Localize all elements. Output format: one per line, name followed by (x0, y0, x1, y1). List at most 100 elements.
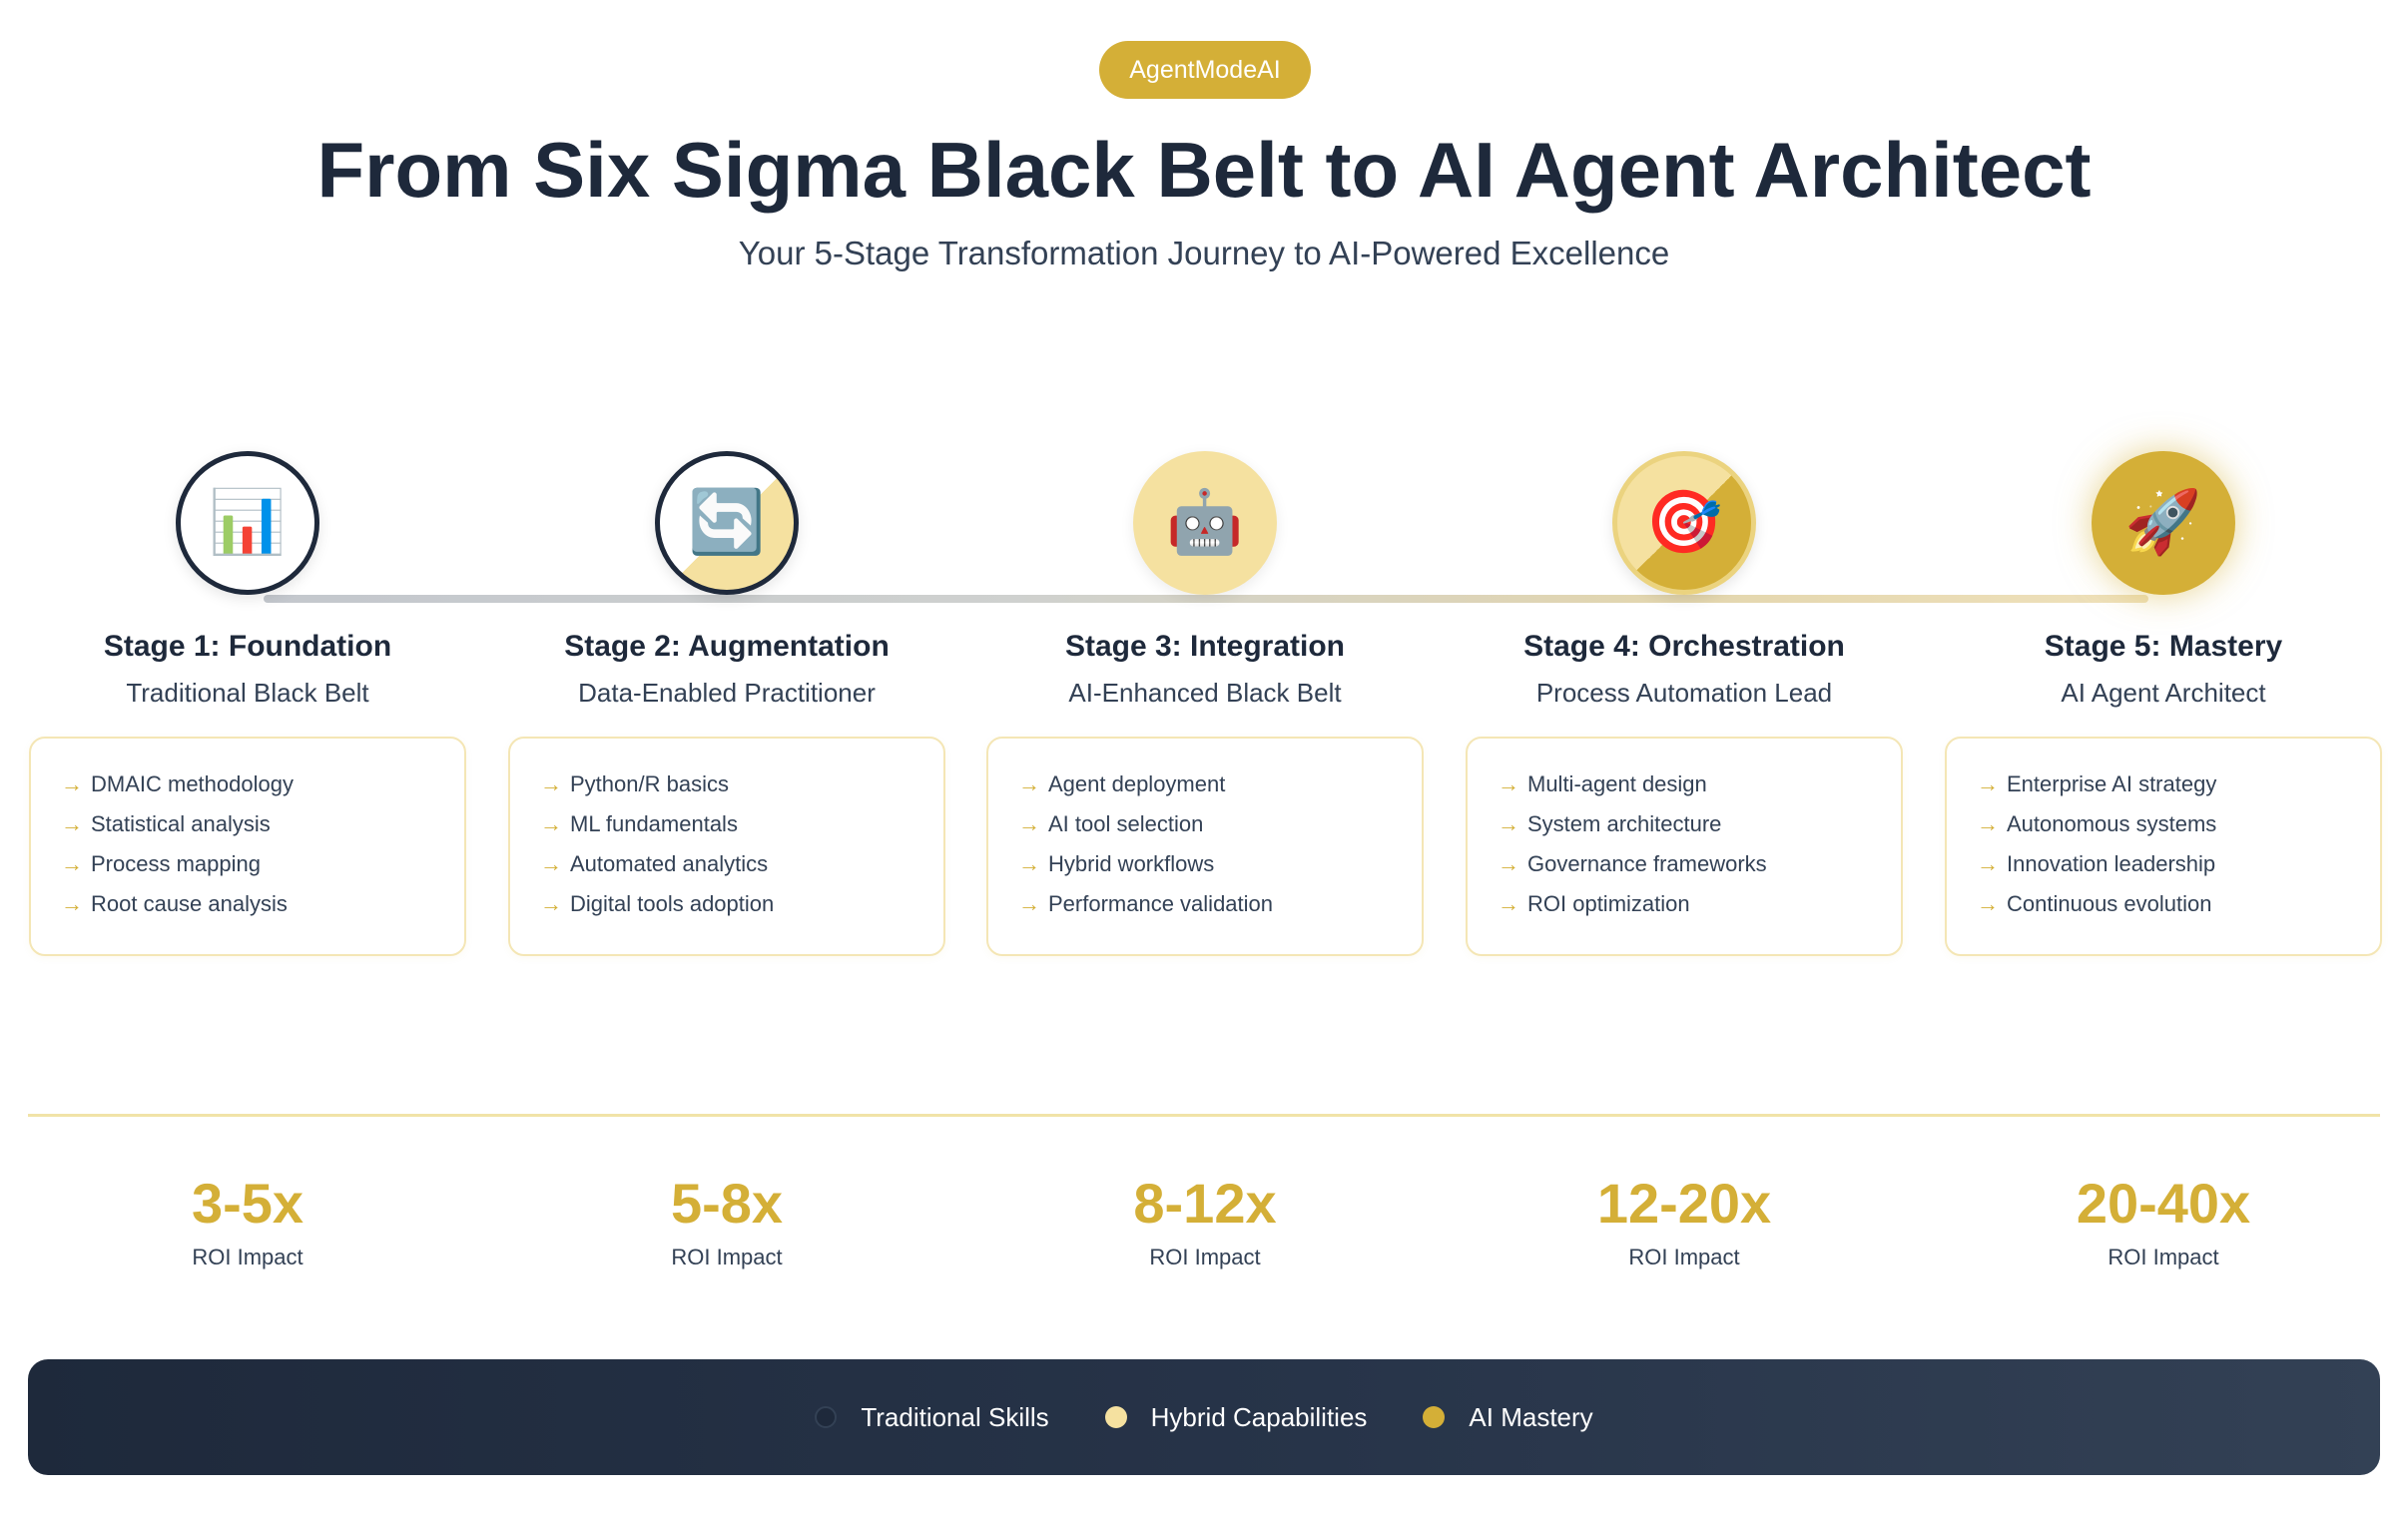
skill-item: → Statistical analysis (61, 804, 464, 844)
skill-text: Process mapping (91, 851, 261, 876)
timeline-connector (264, 595, 2148, 603)
page-subtitle: Your 5-Stage Transformation Journey to A… (738, 235, 1670, 271)
stage-name: Stage 1: Foundation (103, 630, 392, 663)
arrow-right-icon: → (61, 811, 83, 836)
skill-item: → ML fundamentals (540, 804, 943, 844)
stage-2: 🔄 Stage 2: Augmentation Data-Enabled Pra… (508, 0, 945, 958)
skill-item: →Agent deployment (1018, 764, 1422, 804)
skill-text: Hybrid workflows (1048, 851, 1215, 876)
stage-3: 🤖 Stage 3: Integration AI-Enhanced Black… (986, 0, 1424, 958)
stage-role: AI-Enhanced Black Belt (1068, 678, 1342, 708)
arrow-right-icon: → (1498, 851, 1519, 876)
bar-chart-icon: 📊 (176, 451, 319, 595)
arrow-right-icon: → (61, 891, 83, 916)
stage-name: Stage 3: Integration (1064, 630, 1346, 663)
stage-role: Data-Enabled Practitioner (578, 678, 876, 708)
skill-item: → DMAIC methodology (61, 764, 464, 804)
skills-card: →Python/R basics →ML fundamentals →Autom… (508, 737, 945, 956)
page-title: From Six Sigma Black Belt to AI Agent Ar… (316, 126, 2092, 214)
skill-text: Governance frameworks (1527, 851, 1767, 876)
skill-text: AI tool selection (1048, 811, 1204, 836)
roi-label: ROI Impact (1628, 1245, 1740, 1269)
skill-item: → Hybrid workflows (1018, 844, 1422, 884)
skills-card: → Multi-agent design → System architecture… (1466, 737, 1903, 956)
arrow-right-icon: → (540, 811, 562, 836)
skill-item: → Process mapping (61, 844, 464, 884)
refresh-icon: 🔄 (655, 451, 799, 595)
skill-item: → AI tool selection (1018, 804, 1422, 844)
skill-text: Statistical analysis (91, 811, 271, 836)
roi-value: 5-8x (670, 1172, 784, 1235)
legend-label: Hybrid Capabilities (1150, 1401, 1368, 1432)
skill-item: →Enterprise AI strategy (1977, 764, 2380, 804)
section-divider (28, 1114, 2380, 1117)
stage-role: Process Automation Lead (1535, 678, 1833, 708)
arrow-right-icon: → (1977, 851, 1999, 876)
legend-item-ai-mastery: AI Mastery (1423, 1402, 1593, 1433)
arrow-right-icon: → (540, 891, 562, 916)
legend-dot-icon (815, 1406, 838, 1428)
stage-4: 🎯 Stage 4: Orchestration Process Automat… (1466, 0, 1903, 958)
arrow-right-icon: → (1498, 771, 1519, 796)
legend-dot-icon (1423, 1406, 1446, 1428)
arrow-right-icon: → (61, 771, 83, 796)
arrow-right-icon: → (1018, 771, 1040, 796)
legend-item-traditional: Traditional Skills (815, 1401, 1049, 1433)
arrow-right-icon: → (1977, 811, 1999, 836)
legend-item-hybrid: Hybrid Capabilities (1104, 1401, 1368, 1433)
roi-label: ROI Impact (2107, 1245, 2219, 1269)
stage-role: AI Agent Architect (2061, 678, 2266, 708)
skill-text: Digital tools adoption (570, 891, 775, 916)
skill-item: →Continuous evolution (1977, 884, 2380, 924)
skill-text: Python/R basics (570, 771, 729, 796)
arrow-right-icon: → (1018, 811, 1040, 836)
arrow-right-icon: → (1018, 891, 1040, 916)
skill-item: → System architecture (1498, 804, 1901, 844)
legend-bar: Traditional Skills Hybrid Capabilities A… (28, 1359, 2380, 1475)
skill-item: → Autonomous systems (1977, 804, 2380, 844)
rocket-icon: 🚀 (2092, 451, 2235, 595)
legend-label: Traditional Skills (861, 1401, 1049, 1432)
skill-text: System architecture (1527, 811, 1722, 836)
skill-text: Automated analytics (570, 851, 769, 876)
skill-text: Innovation leadership (2007, 851, 2216, 876)
arrow-right-icon: → (1018, 851, 1040, 876)
stage-role: Traditional Black Belt (126, 678, 369, 708)
roi-label: ROI Impact (671, 1245, 783, 1269)
arrow-right-icon: → (540, 771, 562, 796)
skill-text: Autonomous systems (2007, 811, 2217, 836)
skill-item: → Digital tools adoption (540, 884, 943, 924)
roi-stat-5: 20-40x ROI Impact (1945, 1168, 2382, 1273)
roi-stat-4: 12-20x ROI Impact (1466, 1168, 1903, 1273)
skill-item: → Performance validation (1018, 884, 1422, 924)
stage-1: 📊 Stage 1: Foundation Traditional Black … (29, 0, 466, 958)
arrow-right-icon: → (61, 851, 83, 876)
roi-label: ROI Impact (1149, 1245, 1261, 1269)
target-icon: 🎯 (1612, 451, 1756, 595)
skill-item: → Python/R basics (540, 764, 943, 804)
skill-item: → Governance frameworks (1498, 844, 1901, 884)
skill-text: Multi-agent design (1527, 771, 1707, 796)
skill-text: Enterprise AI strategy (2007, 771, 2217, 796)
skills-card: →Agent deployment → AI tool selection → Hy… (986, 737, 1424, 956)
skills-card: →Enterprise AI strategy →Autonomous syst… (1945, 737, 2382, 956)
roi-label: ROI Impact (192, 1245, 303, 1269)
skill-text: ML fundamentals (570, 811, 738, 836)
skill-item: →Root cause analysis (61, 884, 464, 924)
roi-stat-2: 5-8x ROI Impact (508, 1168, 945, 1273)
legend-dot-icon (1104, 1406, 1127, 1428)
roi-value: 8-12x (1133, 1172, 1277, 1235)
skills-card: → DMAIC methodology → Statistical analysis… (29, 737, 466, 956)
skill-item: →Automated analytics (540, 844, 943, 884)
roi-value: 20-40x (2076, 1172, 2251, 1235)
stage-name: Stage 5: Mastery (2044, 630, 2283, 663)
roi-value: 3-5x (191, 1172, 304, 1235)
brand-badge: AgentModeAI (1099, 41, 1311, 99)
skill-text: DMAIC methodology (91, 771, 294, 796)
skill-item: →ROI optimization (1498, 884, 1901, 924)
stage-name: Stage 4: Orchestration (1523, 630, 1845, 663)
skill-text: ROI optimization (1527, 891, 1690, 916)
arrow-right-icon: → (1498, 811, 1519, 836)
skill-text: Performance validation (1048, 891, 1274, 916)
